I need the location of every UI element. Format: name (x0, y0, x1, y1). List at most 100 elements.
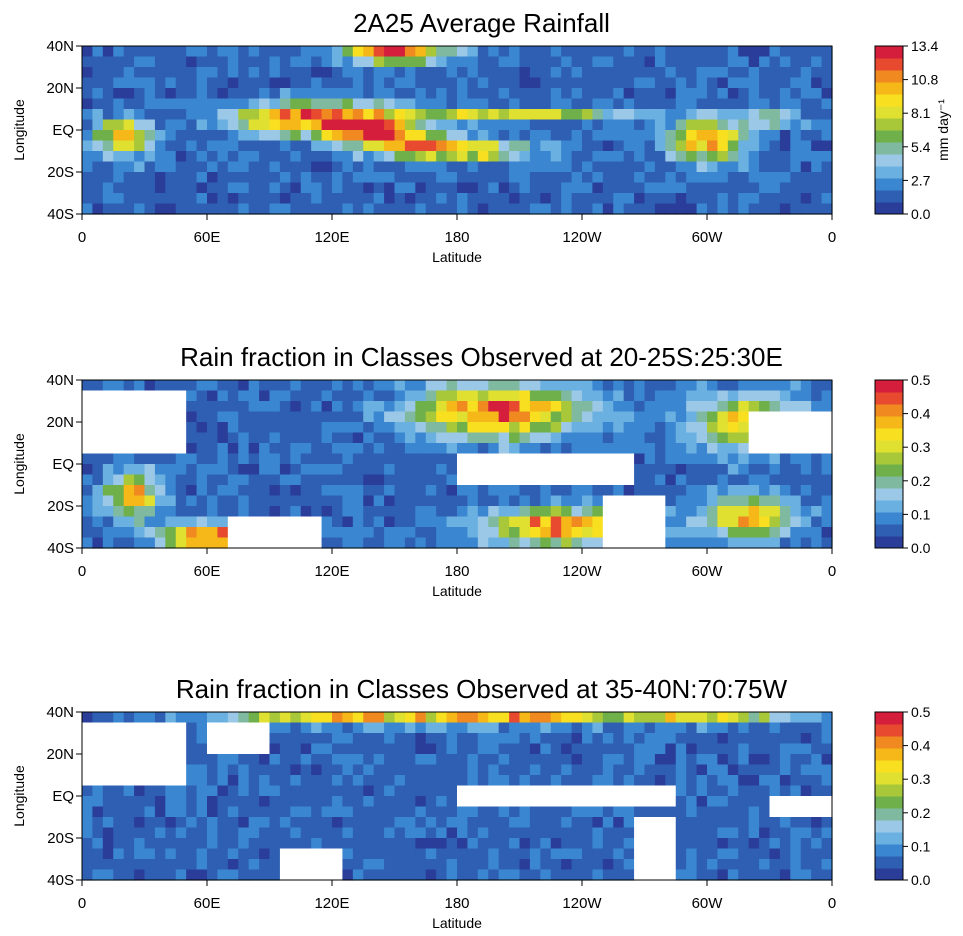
heatmap-cell (175, 193, 187, 205)
heatmap-cell (165, 182, 177, 194)
heatmap-cell (613, 46, 625, 58)
heatmap-cell (457, 817, 469, 829)
heatmap-cell (290, 161, 302, 173)
heatmap-cell (196, 817, 208, 829)
heatmap-cell (92, 161, 104, 173)
heatmap-cell (592, 161, 604, 173)
heatmap-cell (384, 722, 396, 734)
heatmap-cell (550, 869, 562, 881)
heatmap-cell (102, 838, 114, 850)
heatmap-cell (269, 88, 281, 100)
heatmap-cell (769, 98, 781, 110)
heatmap-cell (498, 432, 510, 444)
heatmap-cell (279, 785, 291, 797)
heatmap-cell (821, 474, 833, 486)
heatmap-cell (290, 464, 302, 476)
heatmap-cell (467, 838, 479, 850)
heatmap-cell (467, 172, 479, 184)
heatmap-cell (498, 785, 510, 797)
heatmap-cell (415, 474, 427, 486)
heatmap-cell (686, 56, 698, 68)
heatmap-cell (82, 474, 94, 486)
heatmap-cell (592, 495, 604, 507)
x-axis-label: Latitude (432, 915, 482, 931)
heatmap-cell (550, 88, 562, 100)
heatmap-cell (363, 859, 375, 871)
heatmap-cell (654, 422, 666, 434)
colorbar-swatch (875, 94, 903, 107)
heatmap-cell (800, 109, 812, 121)
heatmap-cell (154, 443, 166, 455)
heatmap-cell (123, 109, 135, 121)
heatmap-cell (92, 193, 104, 205)
heatmap-cell (92, 119, 104, 131)
heatmap-cell (550, 859, 562, 871)
heatmap-cell (540, 869, 552, 881)
heatmap-cell (217, 464, 229, 476)
heatmap-cell (477, 506, 489, 518)
heatmap-cell (311, 432, 323, 444)
heatmap-cell (259, 380, 271, 392)
heatmap-cell (509, 838, 521, 850)
heatmap-cell (404, 474, 416, 486)
heatmap-cell (529, 754, 541, 766)
heatmap-cell (571, 817, 583, 829)
heatmap-cell (123, 67, 135, 79)
heatmap-cell (488, 785, 500, 797)
heatmap-cell (759, 754, 771, 766)
heatmap-cell (186, 140, 198, 152)
heatmap-cell (675, 390, 687, 402)
heatmap-cell (92, 485, 104, 497)
heatmap-cell (394, 785, 406, 797)
heatmap-cell (175, 380, 187, 392)
heatmap-cell (623, 754, 635, 766)
heatmap-cell (738, 506, 750, 518)
heatmap-cell (779, 203, 791, 215)
heatmap-cell (665, 56, 677, 68)
heatmap-cell (717, 785, 729, 797)
heatmap-cell (436, 817, 448, 829)
heatmap-cell (561, 67, 573, 79)
heatmap-cell (457, 98, 469, 110)
heatmap-cell (425, 817, 437, 829)
heatmap-cell (446, 859, 458, 871)
heatmap-cell (811, 161, 823, 173)
heatmap-cell (415, 859, 427, 871)
heatmap-cell (759, 848, 771, 860)
heatmap-cell (154, 775, 166, 787)
heatmap-cell (800, 838, 812, 850)
heatmap-cell (144, 443, 156, 455)
heatmap-cell (457, 754, 469, 766)
heatmap-cell (248, 806, 260, 818)
heatmap-cell (592, 390, 604, 402)
heatmap-cell (279, 848, 291, 860)
heatmap-cell (582, 485, 594, 497)
heatmap-cell (529, 109, 541, 121)
heatmap-cell (759, 838, 771, 850)
heatmap-cell (602, 527, 614, 539)
heatmap-cell (123, 754, 135, 766)
heatmap-cell (717, 827, 729, 839)
heatmap-cell (123, 380, 135, 392)
heatmap-cell (217, 182, 229, 194)
y-tick-label: 20S (47, 164, 74, 181)
heatmap-cell (498, 859, 510, 871)
heatmap-cell (509, 495, 521, 507)
heatmap-cell (800, 516, 812, 528)
heatmap-cell (686, 527, 698, 539)
heatmap-cell (154, 77, 166, 89)
x-tick-label: 120W (562, 563, 602, 580)
heatmap-cell (342, 712, 354, 724)
heatmap-cell (311, 380, 323, 392)
heatmap-cell (738, 77, 750, 89)
heatmap-cell (779, 443, 791, 455)
heatmap-cell (332, 733, 344, 745)
heatmap-cell (738, 827, 750, 839)
heatmap-cell (165, 46, 177, 58)
heatmap-cell (154, 785, 166, 797)
heatmap-cell (165, 193, 177, 205)
heatmap-cell (769, 193, 781, 205)
heatmap-cell (571, 380, 583, 392)
heatmap-cell (446, 182, 458, 194)
heatmap-cell (509, 827, 521, 839)
